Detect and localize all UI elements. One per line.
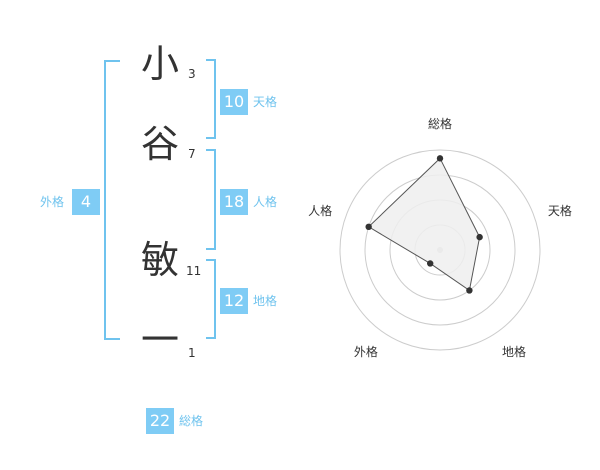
stroke-count-3: 11	[186, 264, 202, 278]
chikaku-badge: 12	[220, 288, 248, 314]
soukaku-label: 総格	[179, 414, 204, 428]
stroke-count-1: 3	[188, 67, 196, 81]
radar-point-地格	[466, 287, 473, 294]
radar-axis-label-人格: 人格	[308, 203, 332, 218]
stroke-count-4: 1	[188, 346, 196, 360]
gaikaku-badge: 4	[72, 189, 100, 215]
radar-ring-4	[339, 149, 541, 351]
gaikaku-label: 外格	[40, 195, 65, 209]
radar-point-外格	[427, 260, 434, 267]
jinkaku-label: 人格	[253, 195, 278, 209]
radar-point-人格	[365, 223, 372, 231]
jinkaku-badge: 18	[220, 189, 248, 215]
stroke-count-2: 7	[188, 147, 196, 161]
radar-point-天格	[476, 233, 483, 241]
radar-axis-label-天格: 天格	[548, 203, 572, 218]
radar-points	[365, 155, 483, 294]
name-char-1: 小	[140, 42, 179, 86]
radar-area	[367, 157, 481, 292]
radar-axis-label-総格: 総格	[428, 116, 452, 131]
tenkaku-label: 天格	[253, 95, 278, 109]
tenkaku-badge: 10	[220, 89, 248, 115]
name-char-4: 一	[140, 318, 179, 362]
name-char-2: 谷	[140, 122, 179, 166]
radar-axis-label-外格: 外格	[354, 344, 378, 359]
soukaku-badge: 22	[146, 408, 174, 434]
name-char-3: 敏	[140, 238, 179, 282]
chikaku-label: 地格	[253, 294, 278, 308]
radar-point-総格	[436, 155, 444, 162]
radar-axis-label-地格: 地格	[502, 344, 526, 359]
